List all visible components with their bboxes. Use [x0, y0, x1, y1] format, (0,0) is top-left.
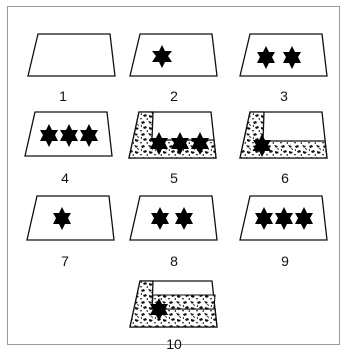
parallelogram-shape	[27, 196, 114, 240]
panel-3: 3	[240, 34, 327, 104]
panel-1: 1	[28, 34, 115, 104]
panel-6: 6	[240, 112, 327, 186]
panel-label: 2	[170, 88, 178, 104]
panel-label: 6	[281, 170, 289, 186]
panel-label: 10	[166, 336, 182, 352]
panel-8: 8	[130, 196, 217, 269]
panel-5: 5	[129, 112, 216, 186]
panel-10: 10	[130, 281, 217, 352]
panel-label: 4	[61, 170, 69, 186]
panel-label: 7	[61, 253, 69, 269]
panel-label: 5	[170, 170, 178, 186]
panel-label: 9	[281, 253, 289, 269]
panel-4: 4	[25, 112, 112, 186]
panel-label: 1	[59, 88, 67, 104]
panel-label: 3	[280, 88, 288, 104]
parallelogram-shape	[130, 34, 217, 76]
panel-label: 8	[170, 253, 178, 269]
parallelogram-shape	[28, 34, 115, 76]
parallelogram-shape	[130, 196, 217, 240]
panel-2: 2	[130, 34, 217, 104]
parallelogram-shape	[240, 34, 327, 76]
panel-7: 7	[27, 196, 114, 269]
panel-9: 9	[240, 196, 327, 269]
